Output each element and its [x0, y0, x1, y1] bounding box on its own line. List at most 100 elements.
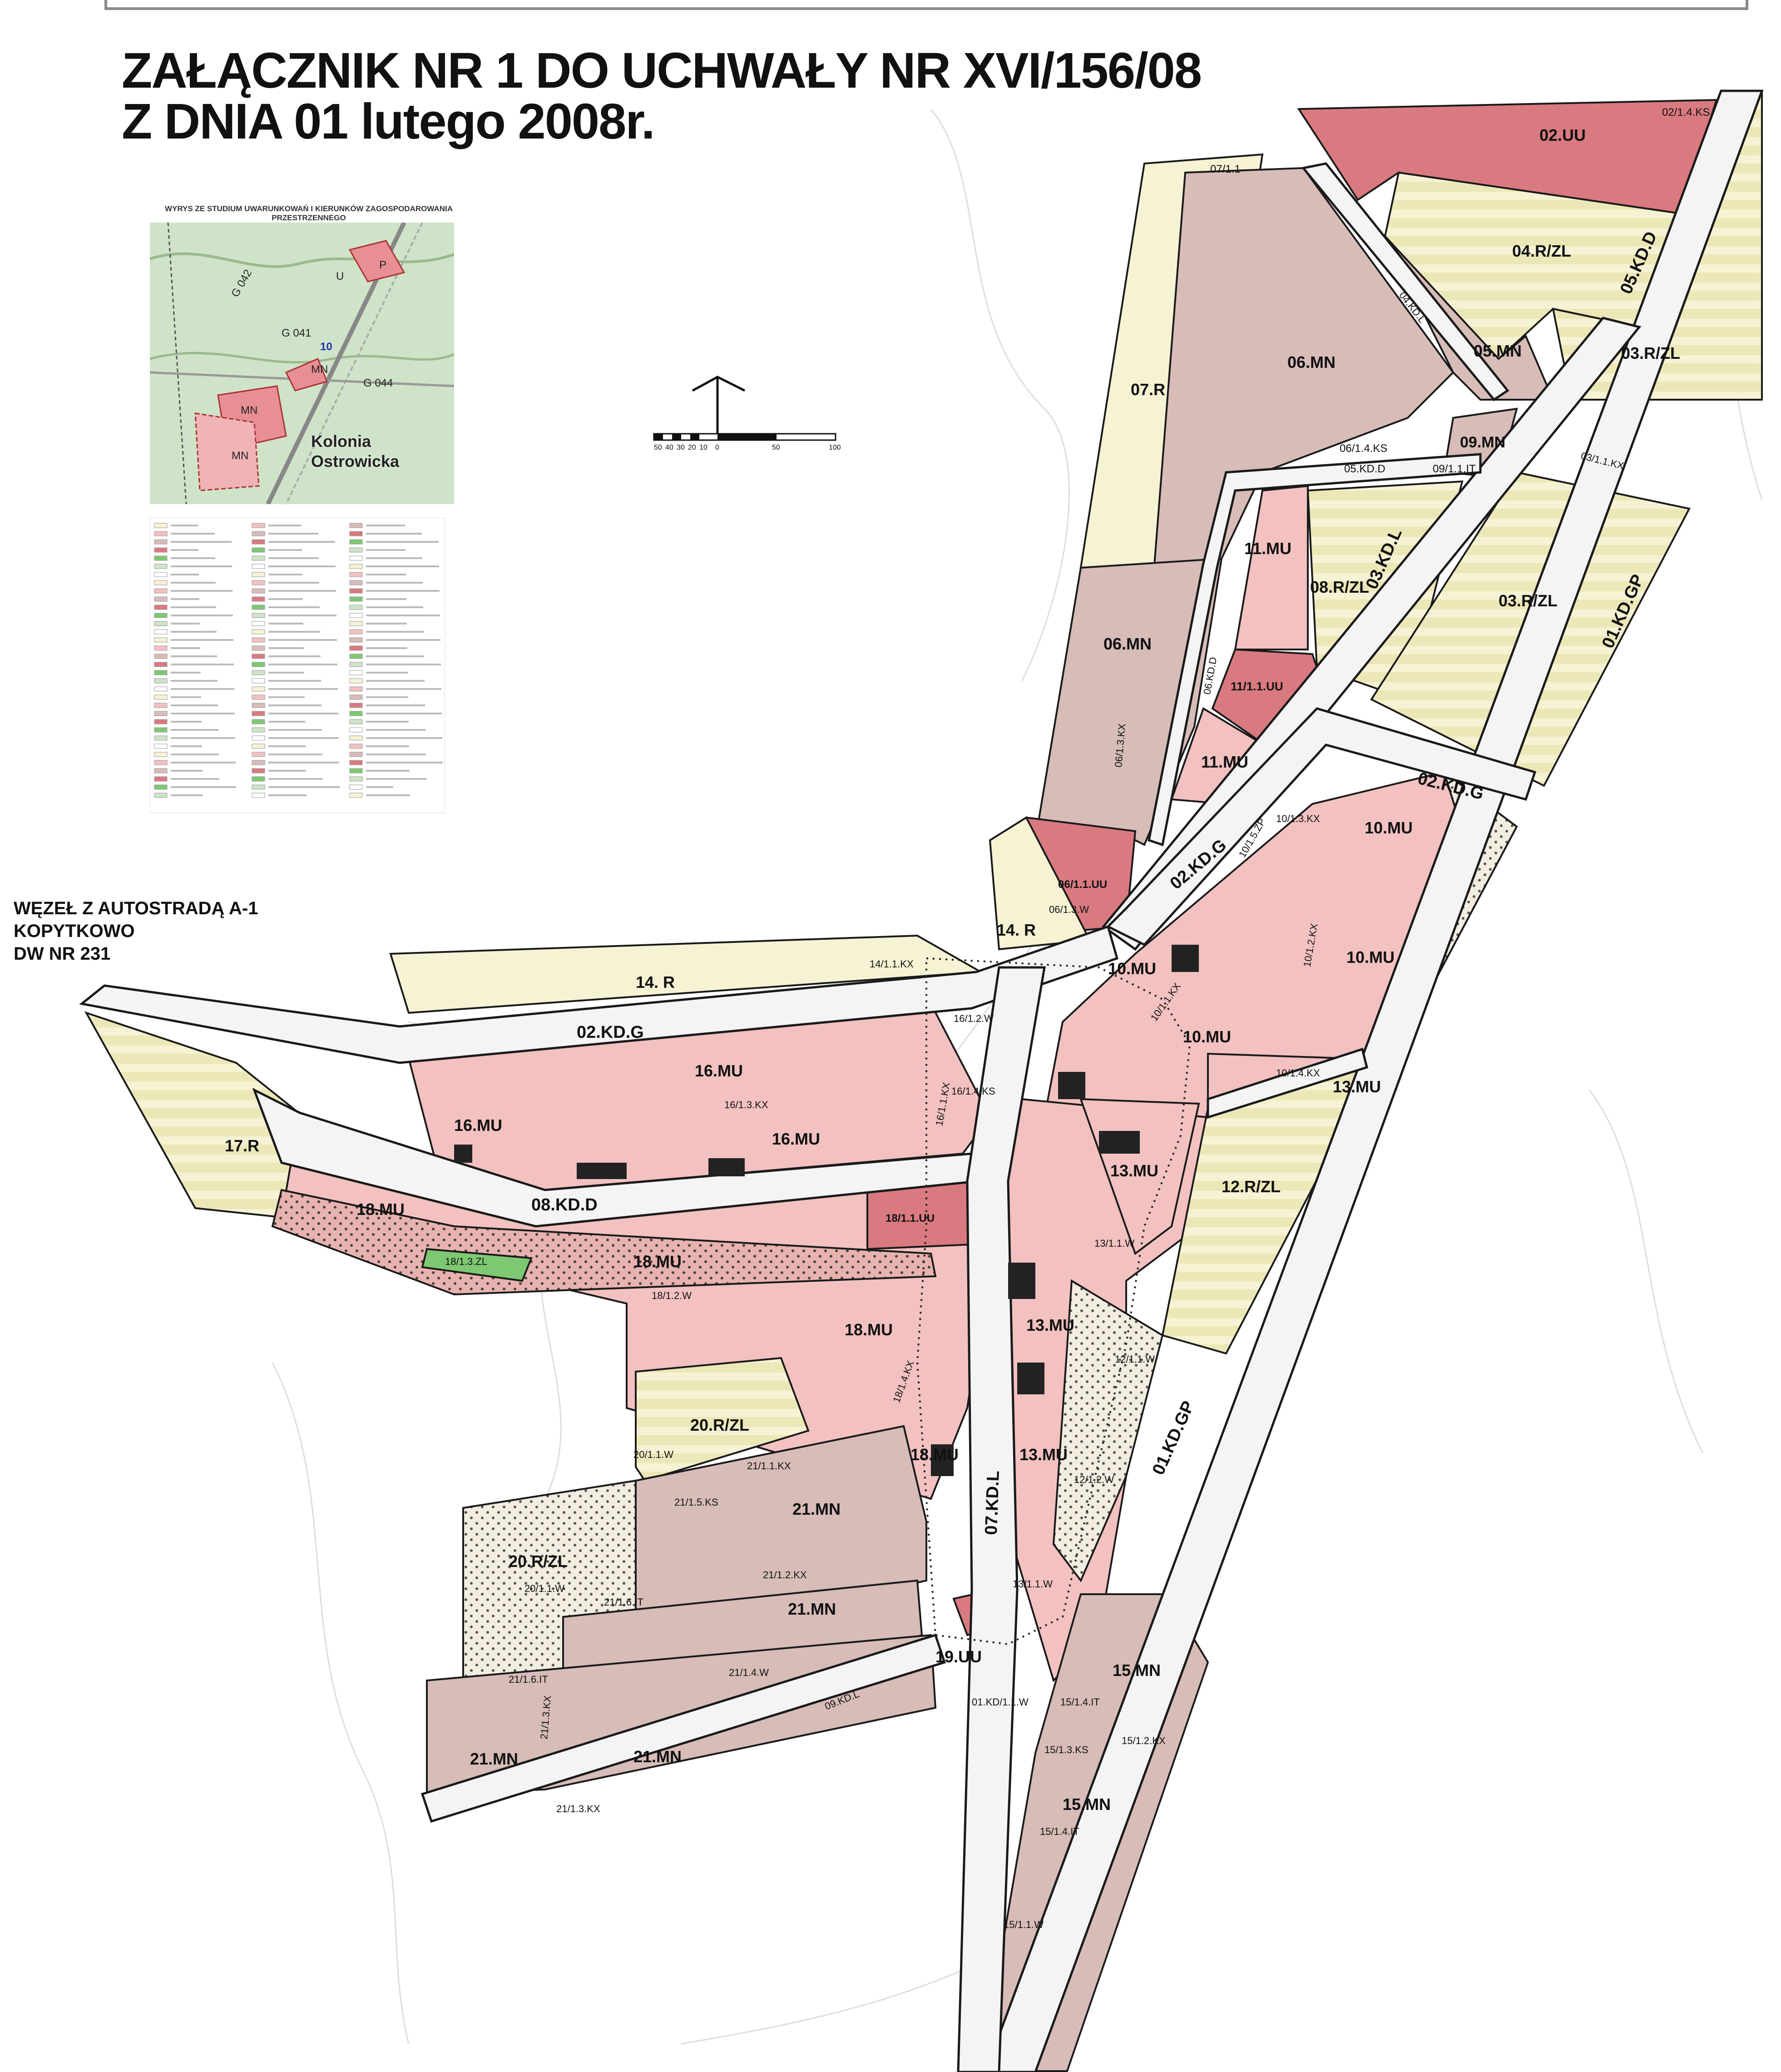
legend-text-line [171, 606, 216, 608]
legend-text-line [171, 696, 201, 698]
legend-text-line [366, 680, 425, 682]
legend-swatch [252, 694, 265, 700]
legend-swatch [252, 654, 265, 659]
label-18MU-d: 18.MU [910, 1445, 959, 1464]
legend-text-line [366, 729, 425, 731]
legend-text-line [171, 786, 236, 788]
inset-legend [150, 518, 445, 813]
legend-swatch [252, 580, 265, 585]
legend-swatch [154, 670, 168, 675]
label-16-1-3KX: 16/1.3.KX [724, 1099, 768, 1110]
legend-text-line [268, 582, 319, 584]
legend-text-line [268, 696, 305, 698]
legend-swatch [349, 580, 363, 585]
label-07-1-1: 07/1.1 [1210, 163, 1241, 175]
legend-text-line [366, 582, 423, 584]
legend-text-line [268, 541, 335, 543]
label-21MN-c: 21.MN [470, 1750, 518, 1768]
inset-label-mn-1: MN [311, 363, 328, 376]
label-18-1-2W: 18/1.2.W [652, 1290, 692, 1301]
legend-swatch [349, 711, 363, 716]
legend-swatch [252, 727, 265, 733]
legend-swatch [349, 670, 363, 675]
legend-swatch [154, 645, 168, 651]
legend-swatch [154, 727, 168, 733]
label-10-1-4KX: 10/1.4.KX [1276, 1067, 1320, 1079]
inset-label-g041: G 041 [282, 327, 312, 339]
title-line-1: ZAŁĄCZNIK NR 1 DO UCHWAŁY NR XVI/156/08 [122, 43, 1202, 99]
legend-text-line [268, 729, 322, 731]
label-10MU-a: 10.MU [1365, 818, 1413, 837]
label-12RZL: 12.R/ZL [1222, 1177, 1281, 1196]
legend-text-line [366, 664, 441, 665]
legend-swatch [349, 555, 363, 561]
label-18-1-3ZL: 18/1.3.ZL [445, 1256, 487, 1267]
legend-swatch [252, 752, 265, 757]
legend-text-line [171, 745, 202, 747]
road-07KDL [957, 966, 1046, 2072]
label-21-1-6IT-b: 21/1.6.IT [509, 1674, 548, 1685]
legend-swatch [349, 531, 363, 536]
legend-text-line [171, 688, 234, 690]
legend-text-line [366, 770, 410, 772]
legend-text-line [171, 762, 236, 763]
legend-swatch [154, 744, 168, 749]
label-road-01KDGP-south: 01.KD.GP [1149, 1398, 1198, 1477]
legend-swatch [252, 760, 265, 765]
zone-12-buffer [1052, 1279, 1164, 1582]
label-road-02KDG-west: 02.KD.G [577, 1023, 644, 1042]
label-13-1-1W: 13/1.1.W [1094, 1238, 1134, 1249]
legend-text-line [268, 688, 338, 690]
legend-swatch [154, 547, 168, 553]
legend-text-line [268, 737, 339, 739]
legend-swatch [154, 678, 168, 684]
legend-swatch [154, 523, 168, 528]
legend-text-line [268, 533, 318, 535]
label-03RZL-north: 03.R/ZL [1621, 344, 1680, 362]
legend-text-line [268, 762, 339, 763]
legend-text-line [366, 549, 406, 551]
inset-label-10: 10 [320, 341, 332, 353]
legend-swatch [252, 605, 265, 610]
zone-18-1-3ZL [421, 1248, 533, 1282]
legend-text-line [366, 778, 426, 780]
label-12-1-2W: 12/1.2.W [1074, 1474, 1114, 1485]
legend-text-line [171, 770, 203, 772]
legend-swatch [349, 605, 363, 610]
label-06-1UU: 06/1.1.UU [1058, 878, 1107, 891]
label-02-1-4KS: 02/1.4.KS [1662, 106, 1710, 119]
legend-text-line [268, 753, 322, 755]
legend-text-line [268, 525, 302, 526]
legend-swatch [349, 719, 363, 724]
legend-swatch [349, 662, 363, 667]
legend-text-line [366, 713, 442, 714]
legend-text-line [171, 615, 233, 616]
legend-text-line [366, 704, 425, 706]
legend-text-line [268, 778, 323, 780]
legend-text-line [366, 786, 393, 788]
legend-text-line [268, 704, 322, 706]
inset-label-mn-2: MN [241, 404, 258, 416]
legend-text-line [366, 655, 424, 657]
legend-swatch [154, 752, 168, 757]
legend-swatch [154, 580, 168, 585]
legend-text-line [171, 525, 198, 526]
label-13MU-b: 13.MU [1110, 1161, 1158, 1180]
legend-text-line [366, 745, 409, 747]
legend-text-line [171, 541, 232, 543]
legend-swatch [252, 637, 265, 643]
zone-20RZL-north [635, 1357, 810, 1482]
inset-caption: WYRYS ZE STUDIUM UWARUNKOWAŃ I KIERUNKÓW… [164, 204, 453, 222]
legend-swatch [252, 547, 265, 553]
legend-swatch [252, 784, 265, 790]
legend-swatch [252, 613, 265, 618]
legend-swatch [252, 744, 265, 749]
legend-swatch [349, 654, 363, 659]
legend-swatch [252, 564, 265, 569]
label-03RZL-south: 03.R/ZL [1499, 591, 1558, 610]
scale-tick-100: 100 [829, 444, 841, 451]
legend-swatch [154, 711, 168, 716]
legend-swatch [252, 555, 265, 561]
label-13-1-1W-b: 13/1.1.W [1013, 1578, 1053, 1590]
inset-place-line-1: Kolonia [311, 432, 371, 451]
